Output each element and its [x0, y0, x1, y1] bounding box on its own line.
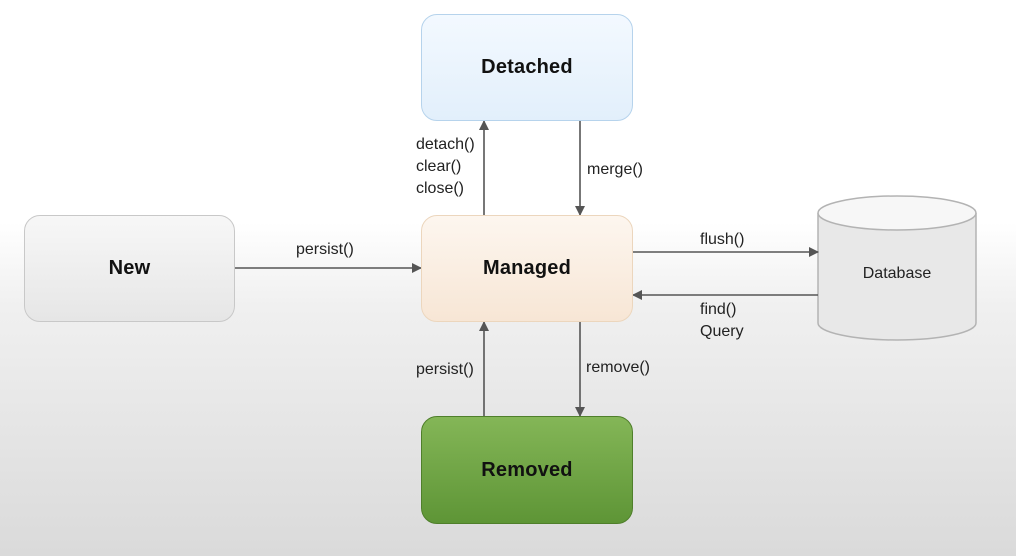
- edge-label-clear: clear(): [416, 158, 462, 175]
- edge-label-find: find(): [700, 301, 737, 318]
- edge-label-persist-removed: persist(): [416, 361, 474, 378]
- edge-label-detach: detach(): [416, 136, 475, 153]
- edge-label-persist-new: persist(): [296, 241, 354, 258]
- node-detached-label: Detached: [481, 56, 573, 78]
- node-managed-label: Managed: [482, 257, 572, 279]
- database-cylinder: [817, 195, 977, 341]
- edge-label-close: close(): [416, 180, 465, 197]
- database-label: Database: [862, 265, 932, 282]
- node-managed: Managed: [421, 215, 633, 322]
- edge-label-query: Query: [700, 323, 744, 340]
- node-removed: Removed: [421, 416, 633, 524]
- edge-label-detach-clear-close: detach() clear() close(): [416, 134, 475, 200]
- node-new: New: [24, 215, 235, 322]
- node-removed-label: Removed: [481, 458, 573, 481]
- edge-label-flush: flush(): [700, 231, 745, 248]
- node-new-label: New: [108, 257, 151, 279]
- edge-label-merge: merge(): [587, 161, 644, 178]
- node-detached: Detached: [421, 14, 633, 121]
- edge-label-find-query: find() Query: [700, 299, 744, 343]
- edge-label-remove: remove(): [586, 359, 651, 376]
